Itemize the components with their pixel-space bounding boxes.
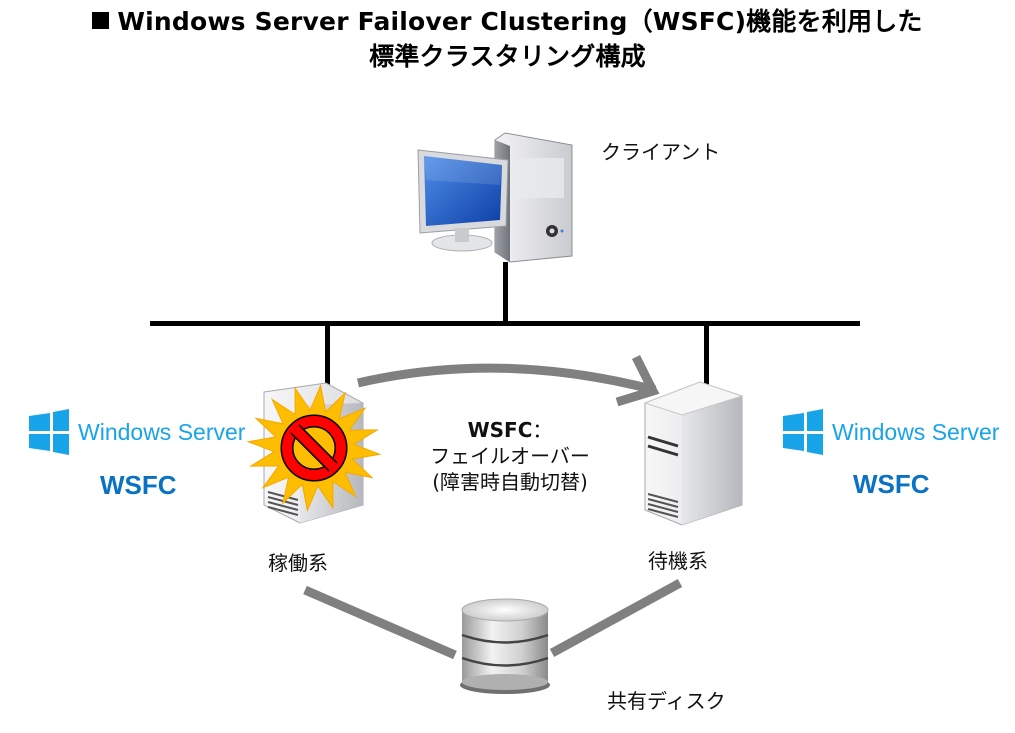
standby-node-label: 待機系 [648,549,708,573]
active-disk-link [303,585,457,660]
network-backbone-line [150,321,860,326]
windows-server-logo-text-left: Windows Server [78,419,246,445]
windows-logo-icon-right [783,409,823,455]
standby-disk-link [549,579,683,657]
shared-disk-label: 共有ディスク [607,689,726,713]
windows-server-logo-text-right: Windows Server [832,419,1000,445]
active-drop-line [325,325,330,385]
failover-heading: WSFC： [395,417,625,443]
failover-heading-text: WSFC [467,418,533,442]
client-label: クライアント [601,140,721,164]
bullet-square-icon [92,12,110,29]
network-bus [150,262,860,385]
standby-drop-line [704,325,709,385]
title-text-1: Windows Server Failover Clustering（WSFC)… [117,7,923,36]
windows-logo-icon-left [29,409,69,455]
failover-line2: フェイルオーバー [430,444,590,468]
client-drop-line [503,262,508,322]
failover-arrow [356,354,660,407]
failover-colon: ： [532,418,553,442]
wsfc-label-right: WSFC [853,469,930,499]
standby-server-icon [643,381,744,526]
diagram-title-line2: 標準クラスタリング構成 [369,42,646,71]
failover-line3: (障害時自動切替) [432,470,588,494]
active-node-label: 稼働系 [268,551,328,575]
failover-description: WSFC： フェイルオーバー (障害時自動切替) [395,417,625,495]
diagram-title-line1: Windows Server Failover Clustering（WSFC)… [0,7,1015,37]
wsfc-label-left: WSFC [100,470,177,500]
desktop-computer-icon [417,132,573,263]
prohibited-icon [280,414,348,482]
database-disk-icon [460,598,550,694]
